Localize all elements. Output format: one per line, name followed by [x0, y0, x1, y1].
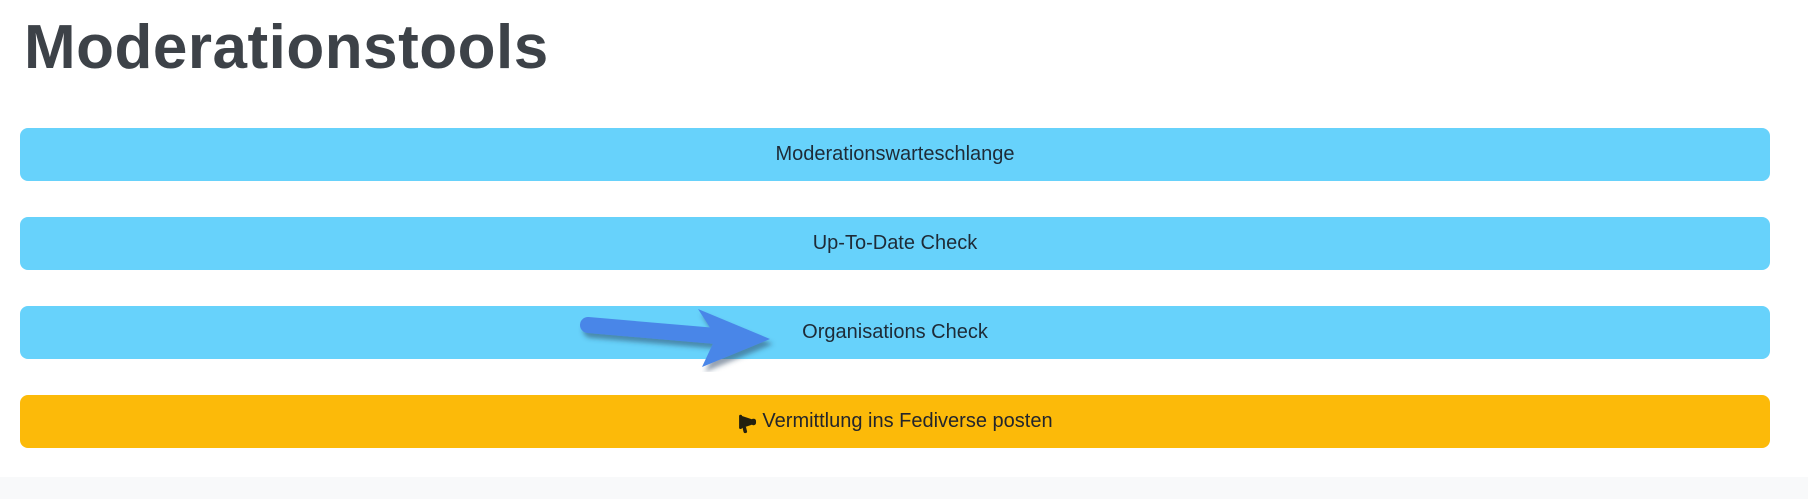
post-fediverse-button[interactable]: Vermittlung ins Fediverse posten: [20, 395, 1770, 449]
post-fediverse-button-label: Vermittlung ins Fediverse posten: [762, 410, 1053, 433]
up-to-date-check-button[interactable]: Up-To-Date Check: [20, 217, 1770, 271]
megaphone-icon: [737, 411, 760, 434]
page-title: Moderationstools: [24, 13, 549, 82]
moderation-tools-button-stack: Moderationswarteschlange Up-To-Date Chec…: [20, 128, 1770, 449]
organisations-check-button[interactable]: Organisations Check: [20, 306, 1770, 360]
moderation-queue-button[interactable]: Moderationswarteschlange: [20, 128, 1770, 182]
footer-bar: [0, 477, 1808, 499]
